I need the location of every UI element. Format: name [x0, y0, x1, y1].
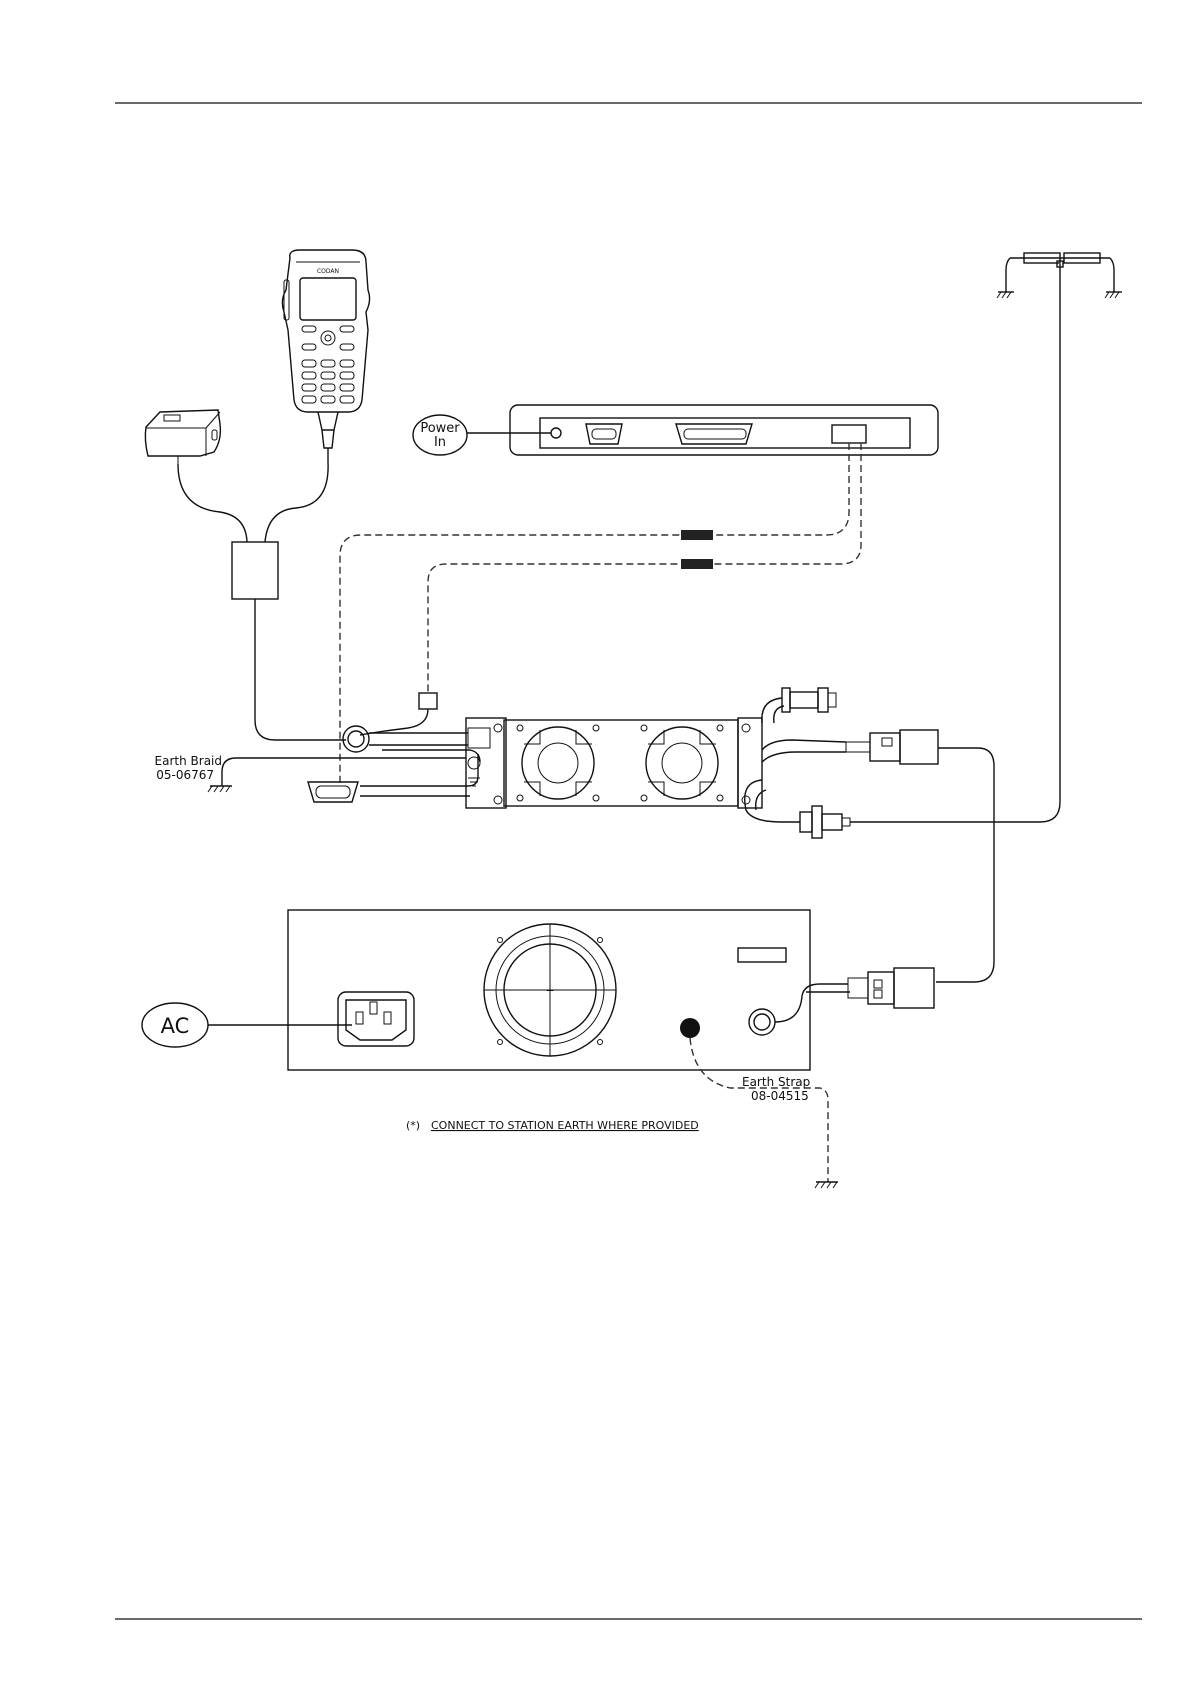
iec-ac-inlet-icon [338, 992, 414, 1046]
bnc-connector [800, 806, 850, 838]
ground-icon [815, 1182, 838, 1188]
svg-text:+: + [545, 984, 554, 997]
note-text: CONNECT TO STATION EARTH WHERE PROVIDED [431, 1119, 699, 1132]
handset-icon: CODAN [282, 250, 369, 462]
earth-terminal [680, 1018, 700, 1038]
earth-braid-label: Earth Braid [155, 754, 222, 768]
dashed-cable-lower [428, 443, 861, 693]
cable-joint [419, 693, 437, 709]
control-connector [343, 726, 490, 752]
fan-icon [646, 727, 718, 799]
fan-icon: + [484, 924, 616, 1056]
earth-braid-part-number: 05-06767 [156, 768, 214, 782]
dc-outlet [749, 1009, 775, 1035]
svg-text:AC: AC [161, 1014, 190, 1038]
radio-unit [466, 718, 762, 808]
ground-icon [997, 292, 1014, 298]
db9-connector [586, 424, 622, 444]
junction-box [232, 542, 278, 599]
handset-cable [265, 462, 328, 542]
earth-strap-label: Earth Strap [742, 1075, 810, 1089]
fan-icon [522, 727, 594, 799]
speaker-icon [145, 410, 220, 464]
top-right-connector [762, 688, 836, 723]
power-in-jack [551, 428, 561, 438]
dashed-cable-upper [340, 443, 849, 786]
power-plug-radio [846, 730, 938, 764]
svg-text:In: In [434, 435, 446, 450]
earth-strap-part-number: 08-04515 [751, 1089, 809, 1103]
data-port [832, 425, 866, 443]
ground-icon [208, 786, 232, 792]
ferrite-lower [681, 559, 713, 569]
power-cable-radio [762, 740, 846, 762]
speaker-cable [178, 464, 247, 542]
antenna-coax [745, 780, 800, 822]
earth-strap-cable [690, 1038, 828, 1182]
ac-label: AC [142, 1003, 208, 1047]
handset-keypad [302, 360, 354, 403]
dc-power-cable [936, 748, 994, 982]
db15-cable [360, 754, 478, 786]
rating-plate [738, 948, 786, 962]
power-plug-supply [848, 968, 934, 1008]
computer-rear-panel [510, 405, 938, 455]
power-in-label: Power In [413, 415, 467, 455]
db25-connector [676, 424, 752, 444]
control-cable [255, 599, 346, 740]
note-symbol: (*) [406, 1119, 420, 1132]
db15-connector [308, 782, 358, 802]
ferrite-upper [681, 530, 713, 540]
power-supply: + [288, 910, 810, 1070]
ground-icon [1105, 292, 1122, 298]
svg-text:Power: Power [420, 421, 460, 436]
handset-brand-label: CODAN [317, 268, 339, 275]
